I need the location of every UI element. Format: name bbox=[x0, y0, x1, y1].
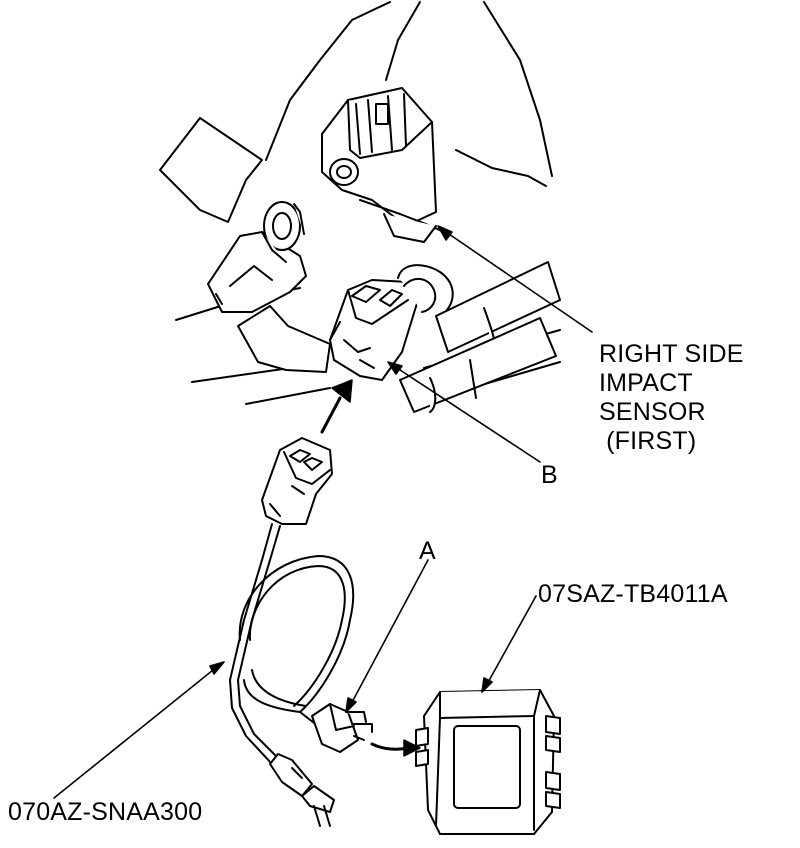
callout-a: A bbox=[419, 537, 436, 565]
leader-lines bbox=[53, 225, 593, 799]
sensor-label-line-1: RIGHT SIDE bbox=[599, 340, 744, 368]
plug-in-arrow bbox=[370, 739, 421, 757]
connector-b-assembly bbox=[329, 264, 454, 381]
harness-clip bbox=[207, 201, 307, 313]
sensor-label-line-2: IMPACT bbox=[599, 369, 693, 397]
connect-direction-arrow bbox=[320, 379, 353, 434]
impact-sensor bbox=[321, 87, 445, 243]
test-harness bbox=[229, 437, 355, 827]
test-tool-box bbox=[415, 689, 561, 835]
wire-harness-bundle bbox=[237, 261, 561, 413]
callout-b: B bbox=[541, 461, 558, 489]
sensor-label-line-4: (FIRST) bbox=[599, 427, 697, 455]
tool-box-part-number: 07SAZ-TB4011A bbox=[538, 580, 728, 608]
harness-part-number: 070AZ-SNAA300 bbox=[8, 798, 203, 826]
connector-a bbox=[311, 703, 373, 753]
sensor-label-line-3: SENSOR bbox=[599, 398, 706, 426]
